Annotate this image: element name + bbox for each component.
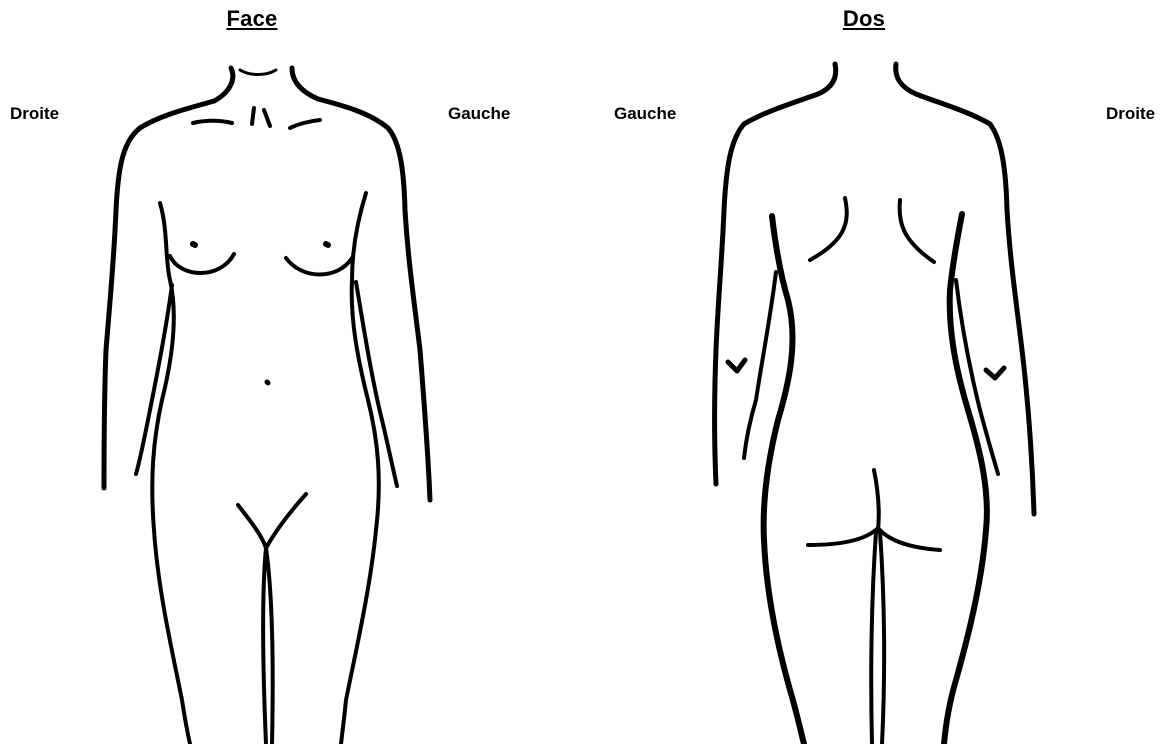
back-left-buttock [808, 528, 878, 545]
back-right-buttock [878, 528, 940, 550]
back-neck-left [818, 64, 836, 94]
back-left-inner-arm [744, 272, 776, 458]
back-torso-right-side [944, 214, 987, 744]
back-right-elbow [986, 368, 1004, 378]
back-body-outline [715, 64, 1035, 744]
back-left-shoulder-arm [715, 94, 819, 484]
back-torso-left-side [764, 216, 804, 744]
back-inner-thigh-right [880, 532, 884, 744]
back-left-shoulder-blade [810, 198, 847, 260]
back-right-shoulder-arm [916, 94, 1034, 514]
back-spine [874, 470, 879, 530]
back-left-elbow [728, 360, 745, 371]
back-neck-right [896, 64, 916, 94]
back-inner-thigh-left [871, 532, 876, 744]
back-right-shoulder-blade [900, 200, 934, 262]
